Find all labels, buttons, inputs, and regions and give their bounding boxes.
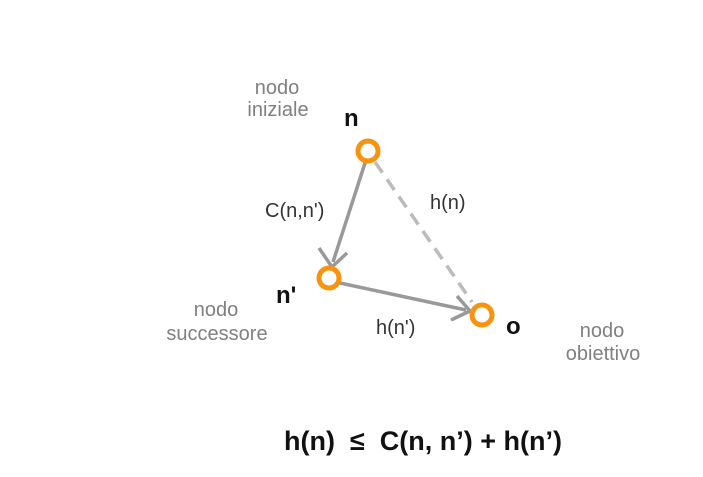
node-o-label: o <box>506 313 521 340</box>
node-nprime-circle <box>316 265 342 291</box>
consistency-formula: h(n) ≤ C(n, n’) + h(n’) <box>284 426 562 456</box>
caption-successor-line2: successore <box>166 323 267 345</box>
edge-n-to-nprime <box>331 159 368 263</box>
caption-successor-line1: nodo <box>194 299 239 321</box>
caption-initial-line2: iniziale <box>247 99 308 121</box>
edge-label-h-n: h(n) <box>430 192 466 214</box>
node-n-label: n <box>344 105 359 132</box>
edge-label-cost: C(n,n') <box>265 200 324 222</box>
node-nprime-label: n' <box>276 282 296 309</box>
edge-nprime-to-o <box>339 281 467 312</box>
node-n-circle <box>355 138 381 164</box>
edge-label-h-nprime: h(n') <box>376 317 415 339</box>
caption-goal-line2: obiettivo <box>566 343 641 365</box>
edge-n-to-o-dashed <box>373 161 474 303</box>
caption-initial-line1: nodo <box>255 77 300 99</box>
arrowhead-o <box>450 294 473 322</box>
caption-goal-line1: nodo <box>580 320 625 342</box>
node-o-circle <box>469 302 495 328</box>
